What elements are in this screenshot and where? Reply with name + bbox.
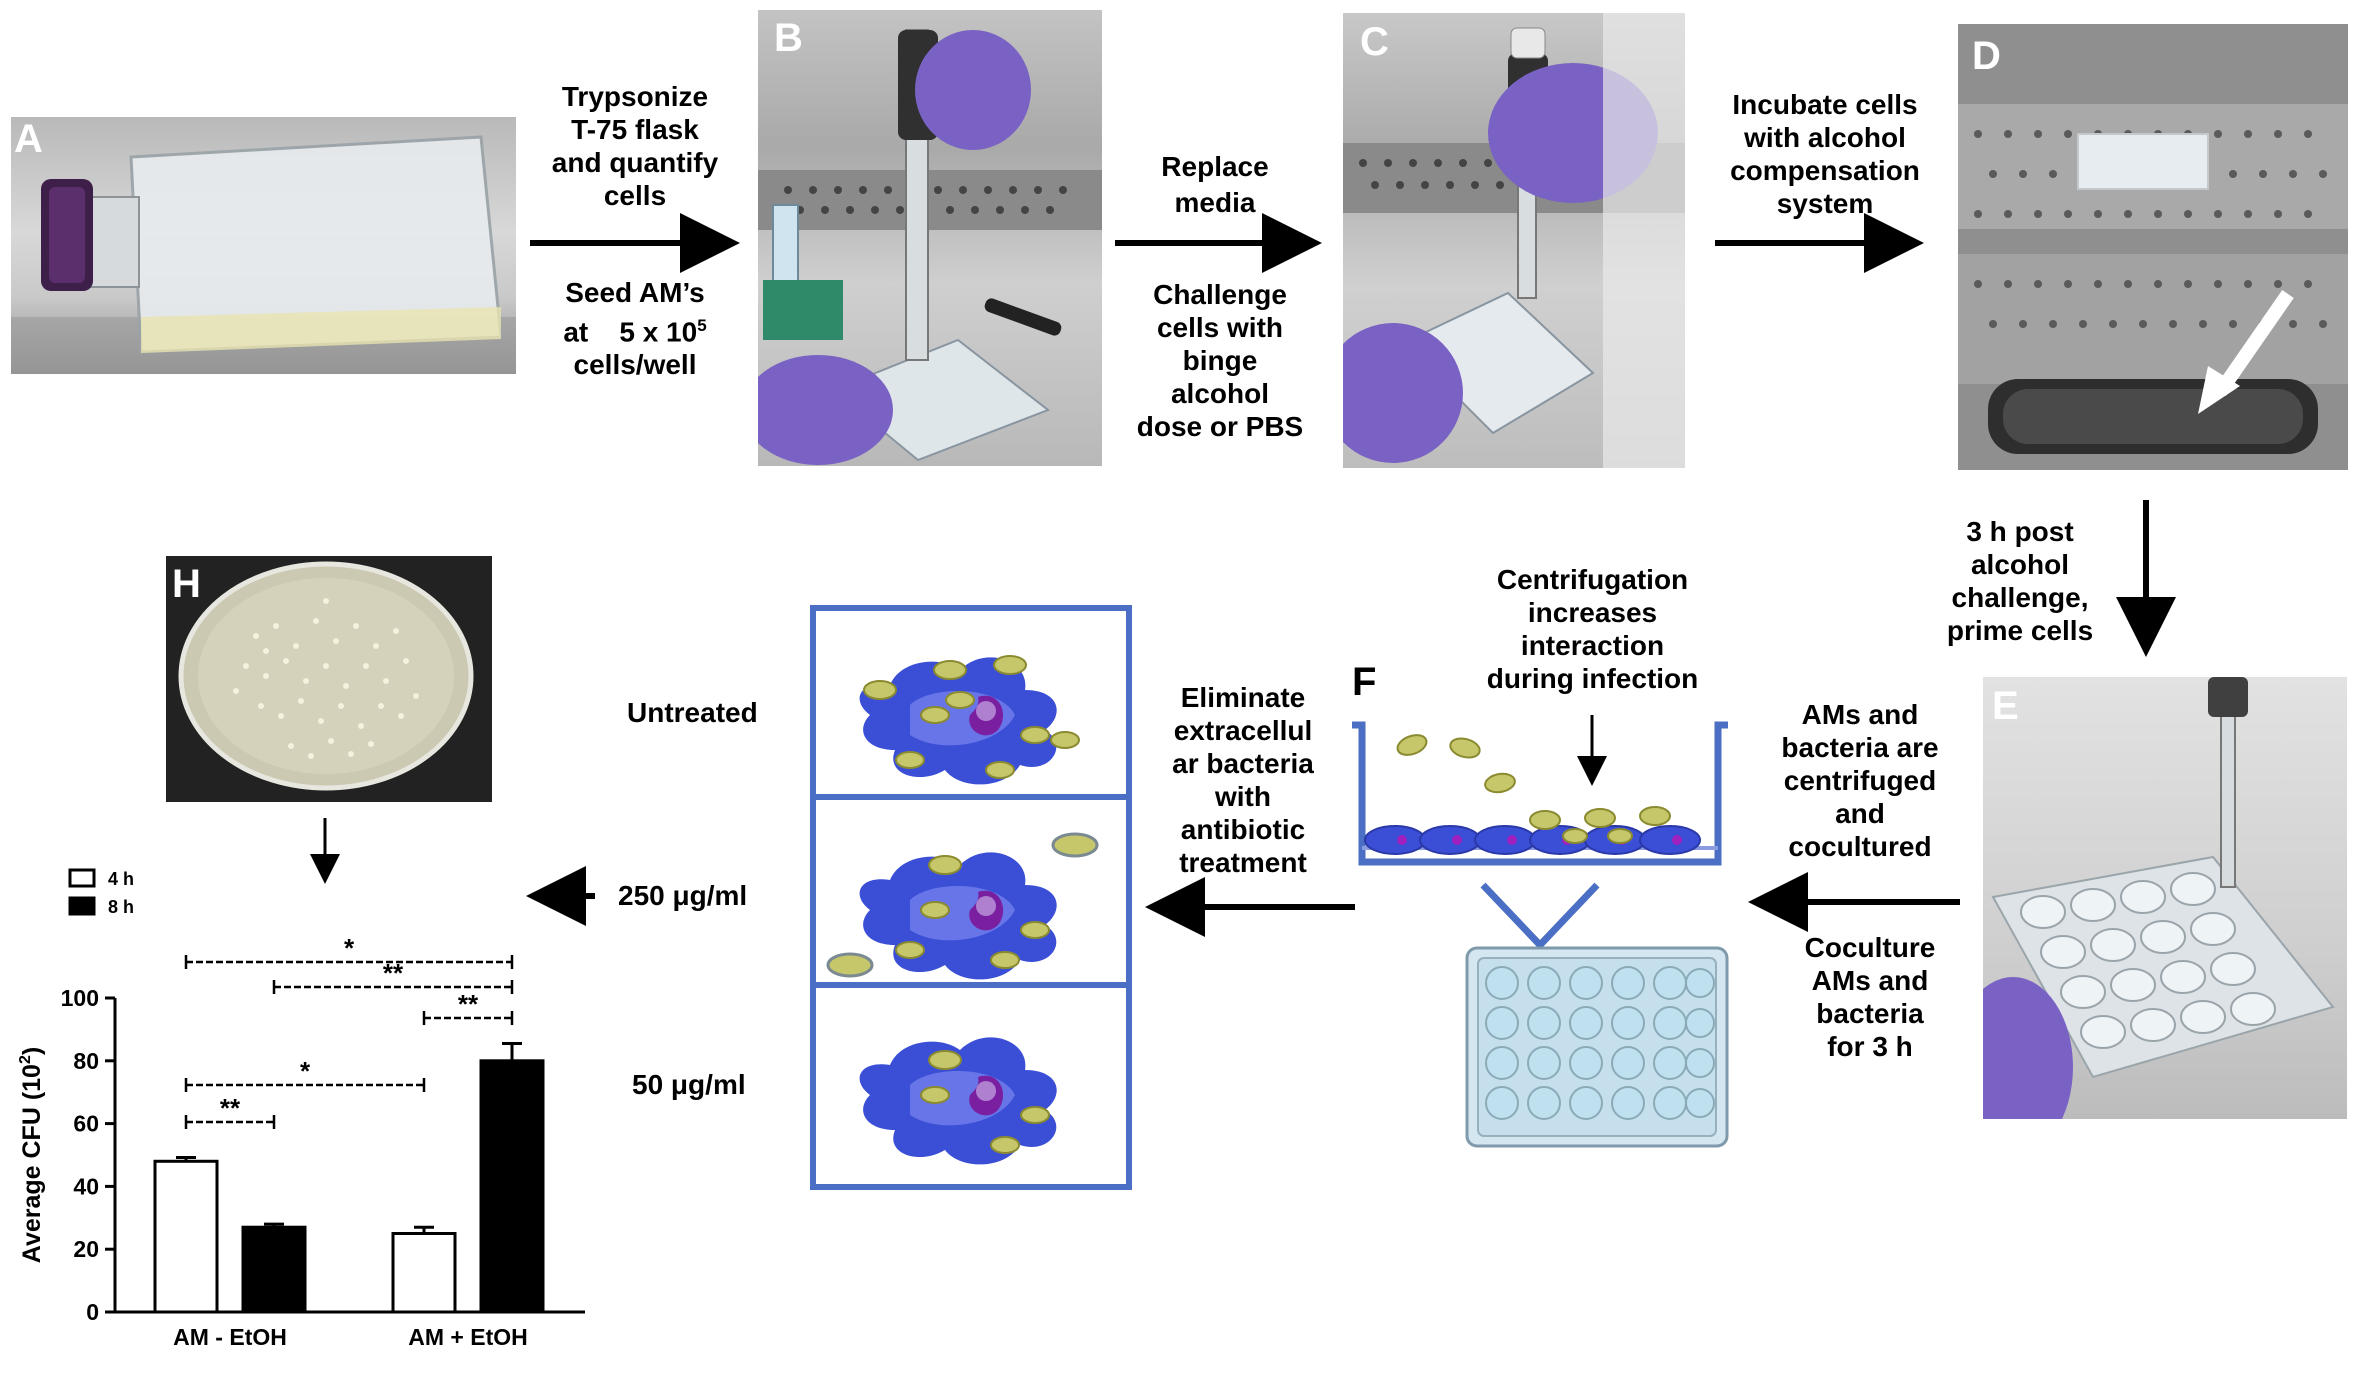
step-eliminate-text: Eliminate extracellul ar bacteria with a… (1172, 682, 1314, 878)
step-trypsonize-text: Trypsonize T-75 flask and quantify cells (551, 81, 719, 211)
y-tick-label: 40 (73, 1173, 99, 1199)
24-well-plate (1465, 946, 1729, 1148)
macrophage-50 (859, 1037, 1057, 1165)
significance-label: ** (383, 958, 404, 988)
step-seed-text: Seed AM’s at 5 x 105 cells/well (530, 276, 740, 381)
photo-replace-media (1343, 13, 1685, 468)
panel-label-d: D (1972, 34, 2001, 78)
bar (391, 1232, 457, 1314)
significance-label: ** (458, 989, 479, 1019)
legend-label: 8 h (108, 897, 134, 917)
plate-illustration-e (1983, 677, 2335, 1119)
cell-monolayer (1364, 806, 1701, 855)
step-coculture-text: Coculture AMs and bacteria for 3 h (1804, 932, 1936, 1062)
x-category-label: AM - EtOH (173, 1324, 287, 1350)
photo-pipetting-hood (758, 10, 1102, 466)
step-replace-media-text: Replace media (1161, 151, 1269, 218)
agar-plate-illustration (166, 556, 492, 802)
macrophage-250 (826, 832, 1099, 980)
step-centrifuged-text: AMs and bacteria are centrifuged and coc… (1781, 699, 1939, 862)
bar (479, 1059, 545, 1314)
photo-incubator (1958, 24, 2348, 470)
y-tick-label: 20 (73, 1236, 99, 1262)
legend-swatch (68, 896, 96, 916)
y-tick-label: 80 (73, 1048, 99, 1074)
legend-label: 4 h (108, 869, 134, 889)
panel-g-diagram (810, 605, 1132, 1190)
macrophage-untreated (859, 655, 1080, 785)
significance-label: ** (220, 1093, 241, 1123)
y-axis-label: Average CFU (102) (17, 1047, 46, 1263)
panel-label-e: E (1992, 684, 2019, 728)
photo-agar-plate (166, 556, 492, 802)
y-tick-label: 60 (73, 1111, 99, 1137)
x-category-label: AM + EtOH (408, 1324, 527, 1350)
seed-density: at 5 x 105 (563, 316, 707, 348)
bar (241, 1225, 307, 1314)
panel-f-diagram (1352, 721, 1729, 1148)
panel-label-c: C (1360, 20, 1389, 64)
step-incubate-text: Incubate cells with alcohol compensation… (1730, 89, 1920, 219)
significance-label: * (300, 1056, 311, 1086)
legend-swatch (68, 868, 96, 888)
hood-illustration-c (1343, 13, 1685, 468)
hood-illustration-b (758, 29, 1102, 465)
y-tick-label: 0 (86, 1299, 99, 1325)
incubator-illustration (1958, 24, 2348, 470)
photo-flask (11, 117, 516, 374)
panel-label-a: A (14, 117, 43, 161)
panel-label-h: H (172, 562, 201, 606)
panel-label-f: F (1352, 660, 1377, 704)
flask-illustration (11, 135, 516, 374)
treatment-50-label: 50 μg/ml (632, 1069, 746, 1100)
panel-label-b: B (774, 16, 803, 60)
floating-bacteria (1396, 734, 1516, 794)
photo-coculture-plate (1983, 677, 2347, 1119)
step-prime-cells-text: 3 h post alcohol challenge, prime cells (1946, 516, 2094, 646)
step-challenge-text: Challenge cells with binge alcohol dose … (1136, 279, 1304, 442)
treatment-250-label: 250 μg/ml (618, 880, 748, 911)
treatment-untreated-label: Untreated (627, 697, 758, 728)
well-container (1352, 721, 1728, 866)
significance-label: * (344, 933, 355, 963)
step-centrifugation-note: Centrifugation increases interaction dur… (1486, 564, 1699, 694)
funnel-lines (1480, 882, 1600, 951)
y-tick-label: 100 (61, 985, 99, 1011)
bar (153, 1159, 219, 1314)
